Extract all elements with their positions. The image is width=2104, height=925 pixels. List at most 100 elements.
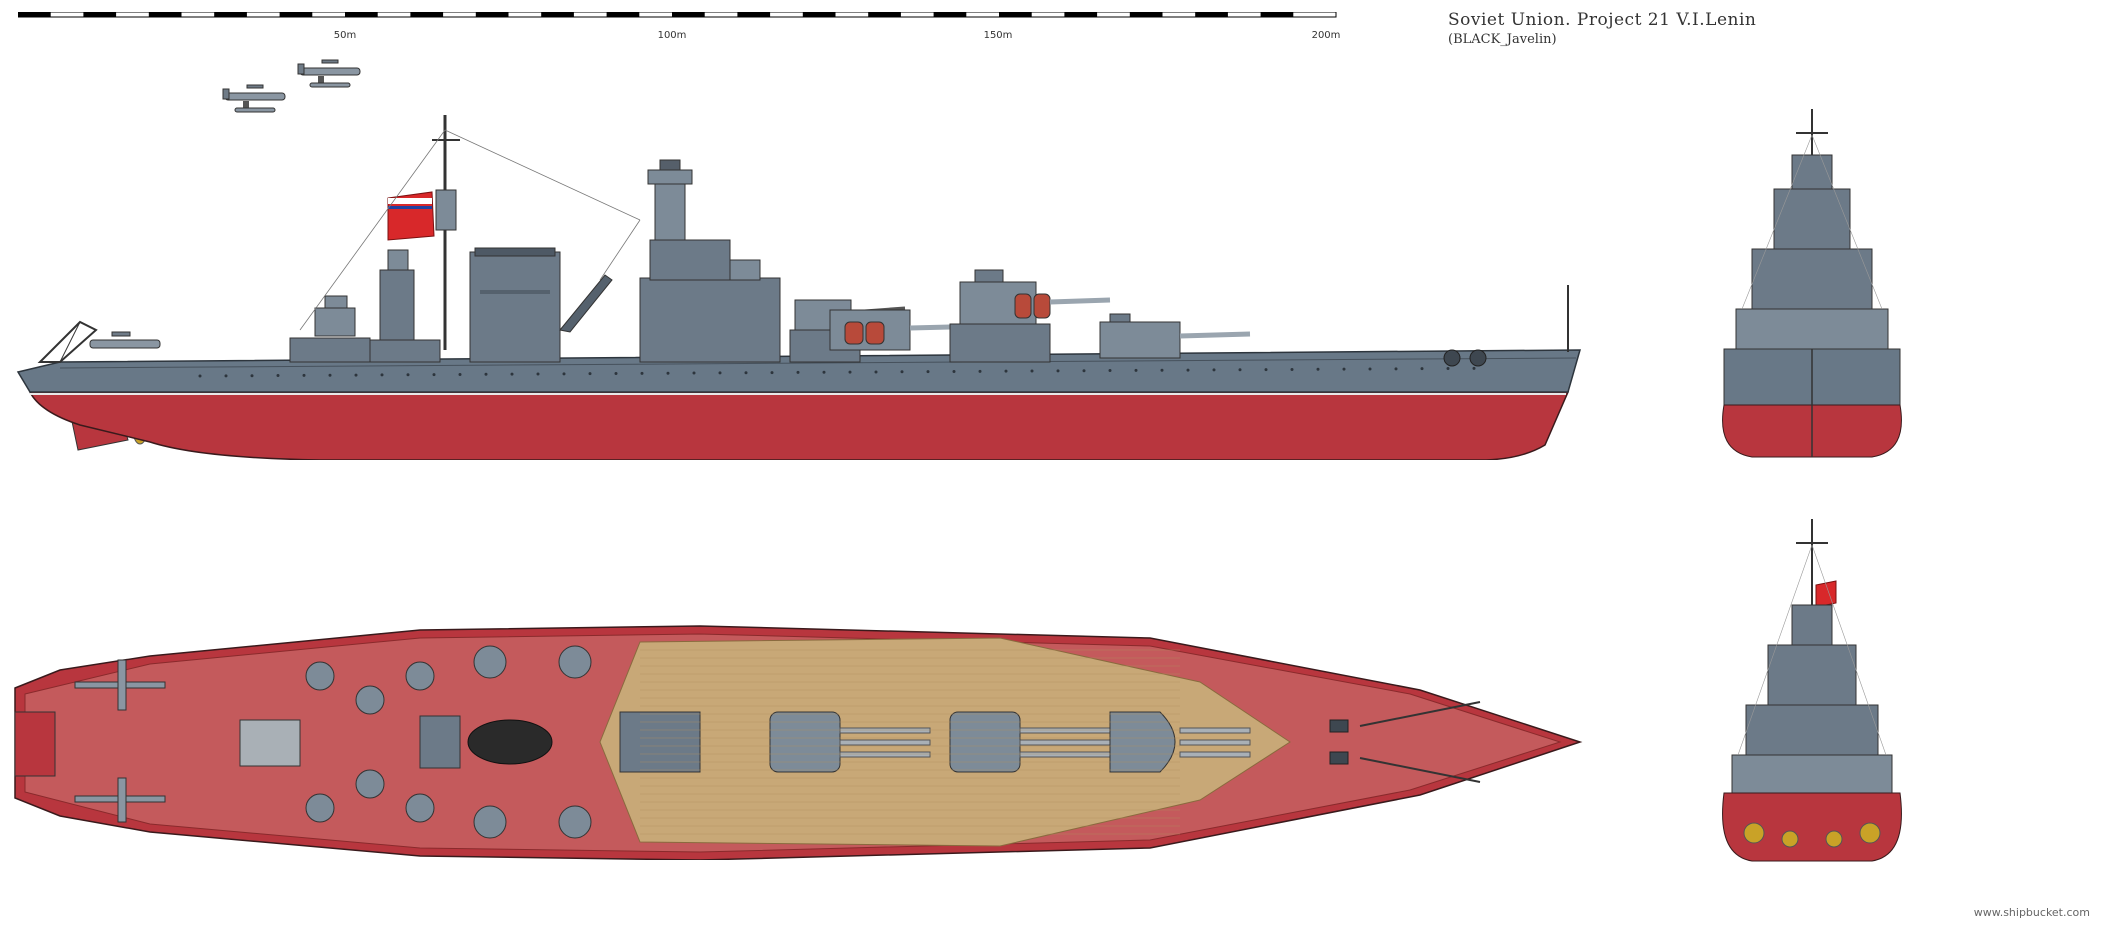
porthole xyxy=(692,371,696,375)
porthole xyxy=(1108,369,1112,373)
porthole xyxy=(1134,368,1138,372)
porthole xyxy=(926,370,930,374)
porthole xyxy=(510,372,514,376)
porthole xyxy=(1212,368,1216,372)
porthole xyxy=(250,374,254,378)
porthole xyxy=(1264,368,1268,372)
bow-view-tower xyxy=(1773,188,1851,250)
porthole xyxy=(1056,369,1060,373)
stern-view-flag xyxy=(1815,580,1837,608)
scale-segment xyxy=(345,12,378,17)
bow-view xyxy=(1722,109,1902,458)
mainmast-platform xyxy=(435,189,457,231)
rigging-line-2 xyxy=(299,129,446,331)
scale-segment xyxy=(18,12,51,17)
parked-floatplane xyxy=(89,331,161,349)
bow-view-turrets xyxy=(1735,308,1889,350)
scale-bar: 50m 100m 150m 200m xyxy=(18,12,1340,41)
side-profile-view xyxy=(16,115,1581,460)
scale-bar-graphic xyxy=(18,12,1337,18)
scale-segment xyxy=(868,12,901,17)
porthole xyxy=(952,369,956,373)
porthole xyxy=(978,369,982,373)
aft-secondary-turret xyxy=(289,295,371,363)
porthole xyxy=(432,373,436,377)
hull-underwater xyxy=(28,391,1570,460)
stern-propeller-4 xyxy=(1859,822,1881,844)
porthole xyxy=(380,373,384,377)
plan-bridge xyxy=(619,711,701,773)
portholes-row xyxy=(198,366,1476,378)
anchor-hawse-1 xyxy=(1443,349,1461,367)
stern-view xyxy=(1722,519,1902,862)
stern-view-turrets xyxy=(1731,754,1893,794)
porthole xyxy=(562,372,566,376)
plan-stern-block xyxy=(14,711,56,777)
plan-view xyxy=(14,625,1583,860)
scale-tick-50m: 50m xyxy=(333,30,357,41)
porthole xyxy=(1316,367,1320,371)
plan-capstan-stbd xyxy=(1329,751,1349,765)
plan-floatplane-stbd xyxy=(74,777,166,823)
scale-segment xyxy=(83,12,117,17)
plan-main-turret-c xyxy=(769,711,931,773)
scale-tick-100m: 100m xyxy=(657,30,687,41)
porthole xyxy=(1420,367,1424,371)
deck-line xyxy=(59,357,1577,369)
porthole xyxy=(354,373,358,377)
porthole xyxy=(1030,369,1034,373)
porthole xyxy=(822,370,826,374)
bow-view-top xyxy=(1791,154,1833,190)
scale-segment xyxy=(933,12,967,17)
bow-rigging-r xyxy=(1811,134,1883,310)
main-turret-a xyxy=(1099,313,1251,359)
plan-funnel-top xyxy=(467,719,553,765)
porthole xyxy=(640,371,644,375)
drawing-author: (BLACK_Javelin) xyxy=(1448,32,1557,47)
scale-segment xyxy=(737,12,771,17)
porthole xyxy=(1290,367,1294,371)
stern-propeller-3 xyxy=(1825,830,1843,848)
stern-rigging-l xyxy=(1737,544,1813,756)
plan-floatplane-port xyxy=(74,659,166,711)
plan-anchor-chain-stbd xyxy=(1359,757,1481,783)
plan-hangar xyxy=(239,719,301,767)
aft-fire-control-tower xyxy=(369,249,441,363)
porthole xyxy=(224,374,228,378)
scale-segment xyxy=(279,12,313,17)
porthole xyxy=(1004,369,1008,373)
bow-rigging-l xyxy=(1741,134,1813,310)
porthole xyxy=(1082,369,1086,373)
scale-segment xyxy=(672,12,705,17)
scale-segment xyxy=(1260,12,1294,17)
aircraft-crane xyxy=(37,320,98,363)
scale-segment xyxy=(410,12,444,17)
porthole xyxy=(770,371,774,375)
scale-segment xyxy=(1064,12,1098,17)
scale-segment xyxy=(541,12,574,17)
porthole xyxy=(406,373,410,377)
stern-view-hull-red xyxy=(1722,792,1902,862)
scale-tick-200m: 200m xyxy=(1311,30,1341,41)
porthole xyxy=(900,370,904,374)
stern-propeller-2 xyxy=(1781,830,1799,848)
floatplane-2 xyxy=(297,59,361,88)
porthole xyxy=(198,374,202,378)
boat-crane xyxy=(559,274,613,333)
porthole xyxy=(276,374,280,378)
porthole xyxy=(848,370,852,374)
porthole xyxy=(588,372,592,376)
plan-capstan-port xyxy=(1329,719,1349,733)
stern-propeller-1 xyxy=(1743,822,1765,844)
stern-view-top xyxy=(1791,604,1833,646)
title-block: Soviet Union. Project 21 V.I.Lenin (BLAC… xyxy=(1448,10,1756,47)
watermark: www.shipbucket.com xyxy=(1973,906,2090,919)
stern-rigging-r xyxy=(1811,544,1887,756)
porthole xyxy=(302,373,306,377)
scale-segment xyxy=(606,12,640,17)
porthole xyxy=(614,372,618,376)
floatplane-group xyxy=(222,59,361,113)
scale-segment xyxy=(802,12,836,17)
funnel xyxy=(469,247,561,363)
scale-segment xyxy=(999,12,1032,17)
